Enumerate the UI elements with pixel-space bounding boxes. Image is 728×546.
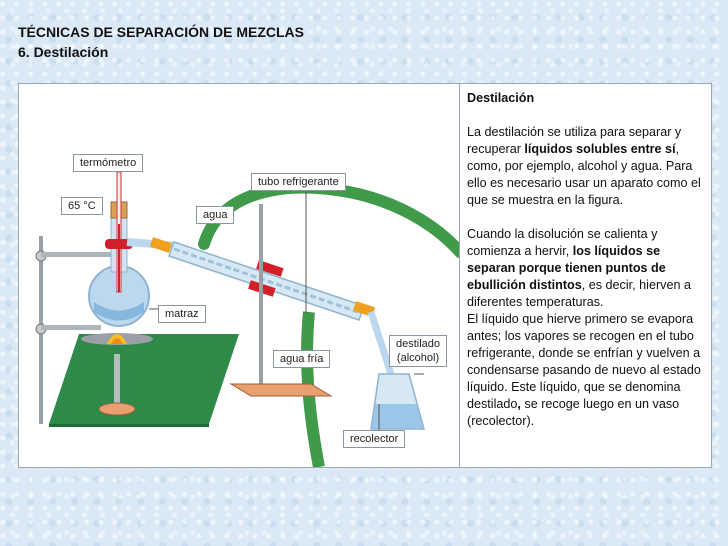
p3-a: El líquido que hierve primero se evapora…	[467, 312, 701, 411]
flame-inner	[111, 338, 123, 344]
paragraph-1: La destilación se utiliza para separar y…	[467, 124, 711, 209]
label-temperature: 65 °C	[61, 197, 103, 215]
stand-base-right	[229, 383, 333, 397]
connector-left	[149, 237, 173, 253]
label-destilado-line2: (alcohol)	[396, 352, 440, 364]
condenser	[168, 241, 365, 321]
label-tubo-refrigerante: tubo refrigerante	[251, 173, 346, 191]
label-recolector: recolector	[343, 430, 406, 448]
thermometer-mercury	[118, 224, 120, 292]
p1-a: La destilación se utiliza para separar y…	[467, 125, 682, 156]
stand-rod-right	[259, 204, 263, 384]
label-destilado: destilado (alcohol)	[389, 335, 448, 367]
title-line-2: 6. Destilación	[18, 44, 109, 60]
p2-c: , es decir, hierven a diferentes tempera…	[467, 278, 691, 309]
outlet-tube	[367, 310, 395, 376]
paragraph-3: El líquido que hierve primero se evapora…	[467, 311, 711, 430]
panel-divider	[459, 84, 460, 467]
heater-base	[49, 334, 239, 424]
page-title: TÉCNICAS DE SEPARACIÓN DE MEZCLAS 6. Des…	[18, 22, 304, 62]
label-agua: agua	[196, 206, 235, 224]
flask-clamp	[105, 239, 133, 249]
hose-water-out	[198, 181, 460, 258]
p1-c: , como, por ejemplo, alcohol y agua. Par…	[467, 142, 701, 207]
collector-liquid	[371, 404, 424, 429]
label-matraz: matraz	[158, 305, 206, 323]
label-termometro: termómetro	[73, 154, 144, 172]
p1-b: líquidos solubles entre sí	[524, 142, 676, 156]
paragraph-2: Cuando la disolución se calienta y comie…	[467, 226, 711, 311]
label-destilado-line1: destilado	[396, 338, 441, 350]
label-agua-fria: agua fría	[273, 350, 331, 368]
title-line-1: TÉCNICAS DE SEPARACIÓN DE MEZCLAS	[18, 24, 304, 40]
explanation-heading: Destilación	[467, 91, 535, 105]
tripod-rod	[114, 354, 120, 404]
p2-b: los líquidos se separan porque tienen pu…	[467, 244, 666, 292]
p3-b: ,	[517, 397, 521, 411]
distillation-apparatus-illustration	[35, 171, 460, 467]
clamp-arm-top	[41, 252, 111, 257]
flask-liquid	[94, 302, 144, 321]
p3-c: se recoge luego en un vaso (recolector).	[467, 397, 680, 428]
p2-a: Cuando la disolución se calienta y comie…	[467, 227, 658, 258]
clamp-arm-bottom	[41, 325, 101, 330]
heater-base-edge	[49, 424, 209, 427]
burner-base	[98, 402, 136, 416]
explanation-text: Destilación La destilación se utiliza pa…	[467, 90, 711, 447]
